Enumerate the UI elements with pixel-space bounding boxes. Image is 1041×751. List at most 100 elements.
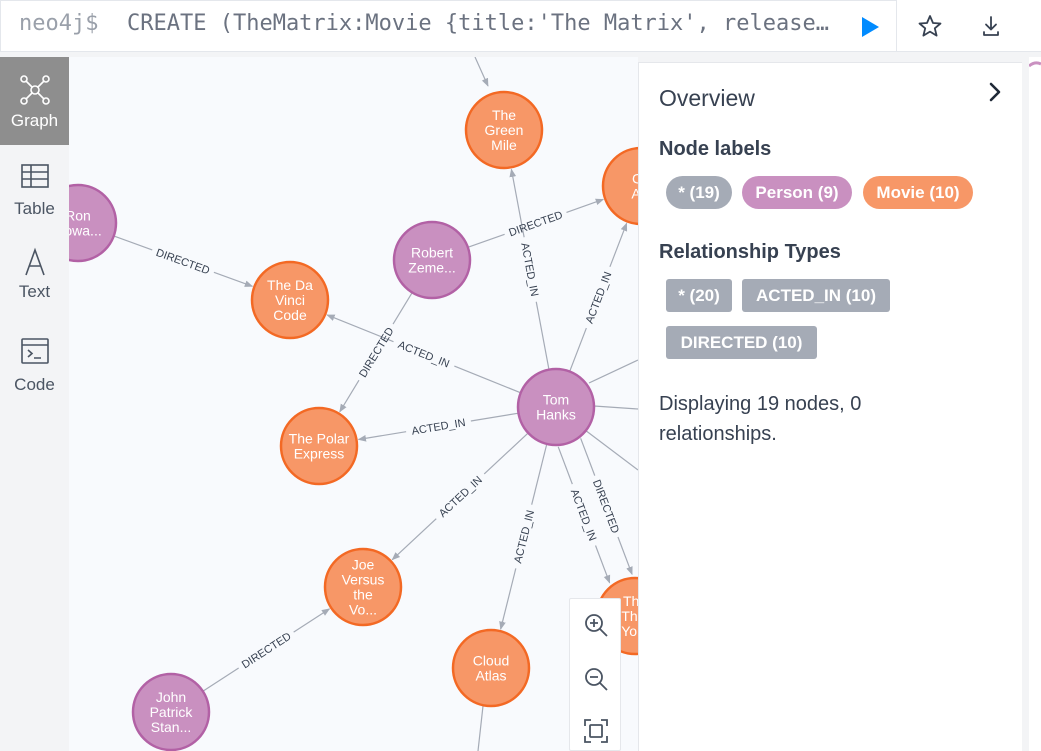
- edge-label: DIRECTED: [154, 247, 211, 277]
- tab-code[interactable]: Code: [0, 337, 69, 407]
- edge-label: ACTED_IN: [568, 488, 598, 543]
- node-caption: Green: [485, 122, 524, 138]
- chevron-right-icon[interactable]: [984, 81, 1006, 103]
- display-status: Displaying 19 nodes, 0 relationships.: [659, 393, 862, 445]
- tab-text[interactable]: Text: [0, 247, 69, 317]
- edge-arrow: [213, 271, 254, 287]
- node-caption: Ca: [632, 171, 638, 187]
- relationship-edge[interactable]: DIRECTED: [113, 235, 254, 287]
- relationship-edge[interactable]: ACTED_IN: [499, 443, 548, 631]
- edge-offscreen: [584, 429, 638, 471]
- code-icon: [20, 338, 49, 364]
- edge-line: [392, 292, 413, 325]
- edge-line: [535, 301, 550, 370]
- node-caption: Hanks: [536, 407, 576, 423]
- node-circle: [451, 628, 531, 708]
- edge-label: DIRECTED: [357, 325, 396, 379]
- node-caption: The: [492, 107, 516, 123]
- node-caption: Vo...: [349, 602, 377, 618]
- node-caption: Patrick: [150, 704, 194, 720]
- node-caption: Express: [294, 446, 345, 462]
- edge-offscreen: [474, 57, 489, 87]
- zoom-out-icon[interactable]: [582, 665, 610, 693]
- node-caption: Mile: [491, 137, 517, 153]
- query-input[interactable]: CREATE (TheMatrix:Movie {title:'The Matr…: [127, 11, 835, 36]
- relationship-edge[interactable]: DIRECTED: [202, 608, 331, 692]
- tab-label: Graph: [10, 111, 59, 130]
- node-label-all[interactable]: * (19): [666, 176, 732, 209]
- node-circle: [601, 146, 638, 226]
- relationship-edge[interactable]: ACTED_IN: [326, 314, 521, 394]
- edge-line: [531, 443, 548, 505]
- tab-table[interactable]: Table: [0, 163, 69, 233]
- node-caption: the: [353, 587, 373, 603]
- node-caption: Howa...: [69, 223, 102, 239]
- fit-to-screen-icon[interactable]: [582, 717, 610, 745]
- graph-visualization[interactable]: ACTED_INACTED_INDIRECTEDDIRECTEDACTED_IN…: [69, 57, 638, 751]
- overview-panel: Overview Node labels * (19) Person (9) M…: [638, 62, 1022, 751]
- node-peek: [1029, 61, 1041, 68]
- person-node[interactable]: JohnPatrickStan...: [131, 672, 211, 751]
- download-icon[interactable]: [975, 10, 1007, 42]
- node-caption: Tha: [623, 593, 638, 609]
- edge-label: ACTED_IN: [437, 474, 485, 520]
- edge-line: [113, 235, 153, 251]
- person-node[interactable]: RobertZeme...: [392, 220, 472, 300]
- edge-arrow: [499, 568, 517, 631]
- rel-type-acted-in[interactable]: ACTED_IN (10): [742, 279, 890, 312]
- node-caption: Cloud: [473, 653, 510, 669]
- edge-line: [483, 432, 529, 475]
- person-node[interactable]: RonHowa...: [69, 183, 118, 263]
- movie-node[interactable]: JoeVersustheVo...: [323, 547, 403, 627]
- node-label-movie[interactable]: Movie (10): [863, 176, 973, 209]
- node-circle: [516, 367, 596, 447]
- edge-line: [467, 233, 505, 248]
- edge-arrow: [326, 314, 394, 343]
- node-caption: Robert: [411, 245, 453, 261]
- edge-arrow: [609, 222, 628, 268]
- edge-line: [470, 412, 519, 422]
- relationship-edge[interactable]: DIRECTED: [467, 198, 605, 248]
- edge-line: [454, 365, 521, 394]
- node-caption: Zeme...: [408, 260, 455, 276]
- overview-title: Overview: [659, 85, 755, 111]
- relationship-edge[interactable]: ACTED_IN: [509, 168, 550, 370]
- tab-label: Table: [14, 199, 55, 218]
- query-editor[interactable]: neo4j$ CREATE (TheMatrix:Movie {title:'T…: [0, 0, 897, 52]
- relationship-edge[interactable]: ACTED_IN: [557, 446, 611, 584]
- edge-line: [557, 446, 573, 485]
- relationship-edge[interactable]: ACTED_IN: [391, 432, 529, 561]
- node-caption: Ron: [69, 208, 91, 224]
- edge-line: [580, 438, 596, 476]
- relationship-edge[interactable]: DIRECTED: [580, 438, 633, 576]
- editor-prompt: neo4j$: [19, 11, 99, 36]
- node-caption: Atlas: [475, 668, 506, 684]
- node-label-person[interactable]: Person (9): [742, 176, 852, 209]
- relationship-edge[interactable]: ACTED_IN: [569, 222, 628, 372]
- node-circle: [69, 183, 118, 263]
- play-icon[interactable]: [853, 11, 885, 43]
- frame-toolbar: [897, 0, 1041, 52]
- zoom-in-icon[interactable]: [582, 611, 610, 639]
- node-caption: Aw: [631, 186, 638, 202]
- relationship-edge[interactable]: ACTED_IN: [357, 412, 519, 442]
- edge-offscreen: [593, 405, 638, 410]
- edge-label: DIRECTED: [240, 630, 294, 671]
- rel-type-all[interactable]: * (20): [666, 279, 732, 312]
- node-circle: [392, 220, 472, 300]
- edge-label: ACTED_IN: [584, 270, 615, 325]
- movie-node[interactable]: CaAw: [601, 146, 638, 226]
- node-caption: Thin: [621, 608, 638, 624]
- graph-icon: [19, 75, 50, 105]
- tab-label: Text: [18, 282, 51, 301]
- rel-type-directed[interactable]: DIRECTED (10): [666, 326, 817, 359]
- node-caption: John: [156, 689, 186, 705]
- tab-graph[interactable]: Graph: [0, 57, 69, 145]
- star-icon[interactable]: [914, 10, 946, 42]
